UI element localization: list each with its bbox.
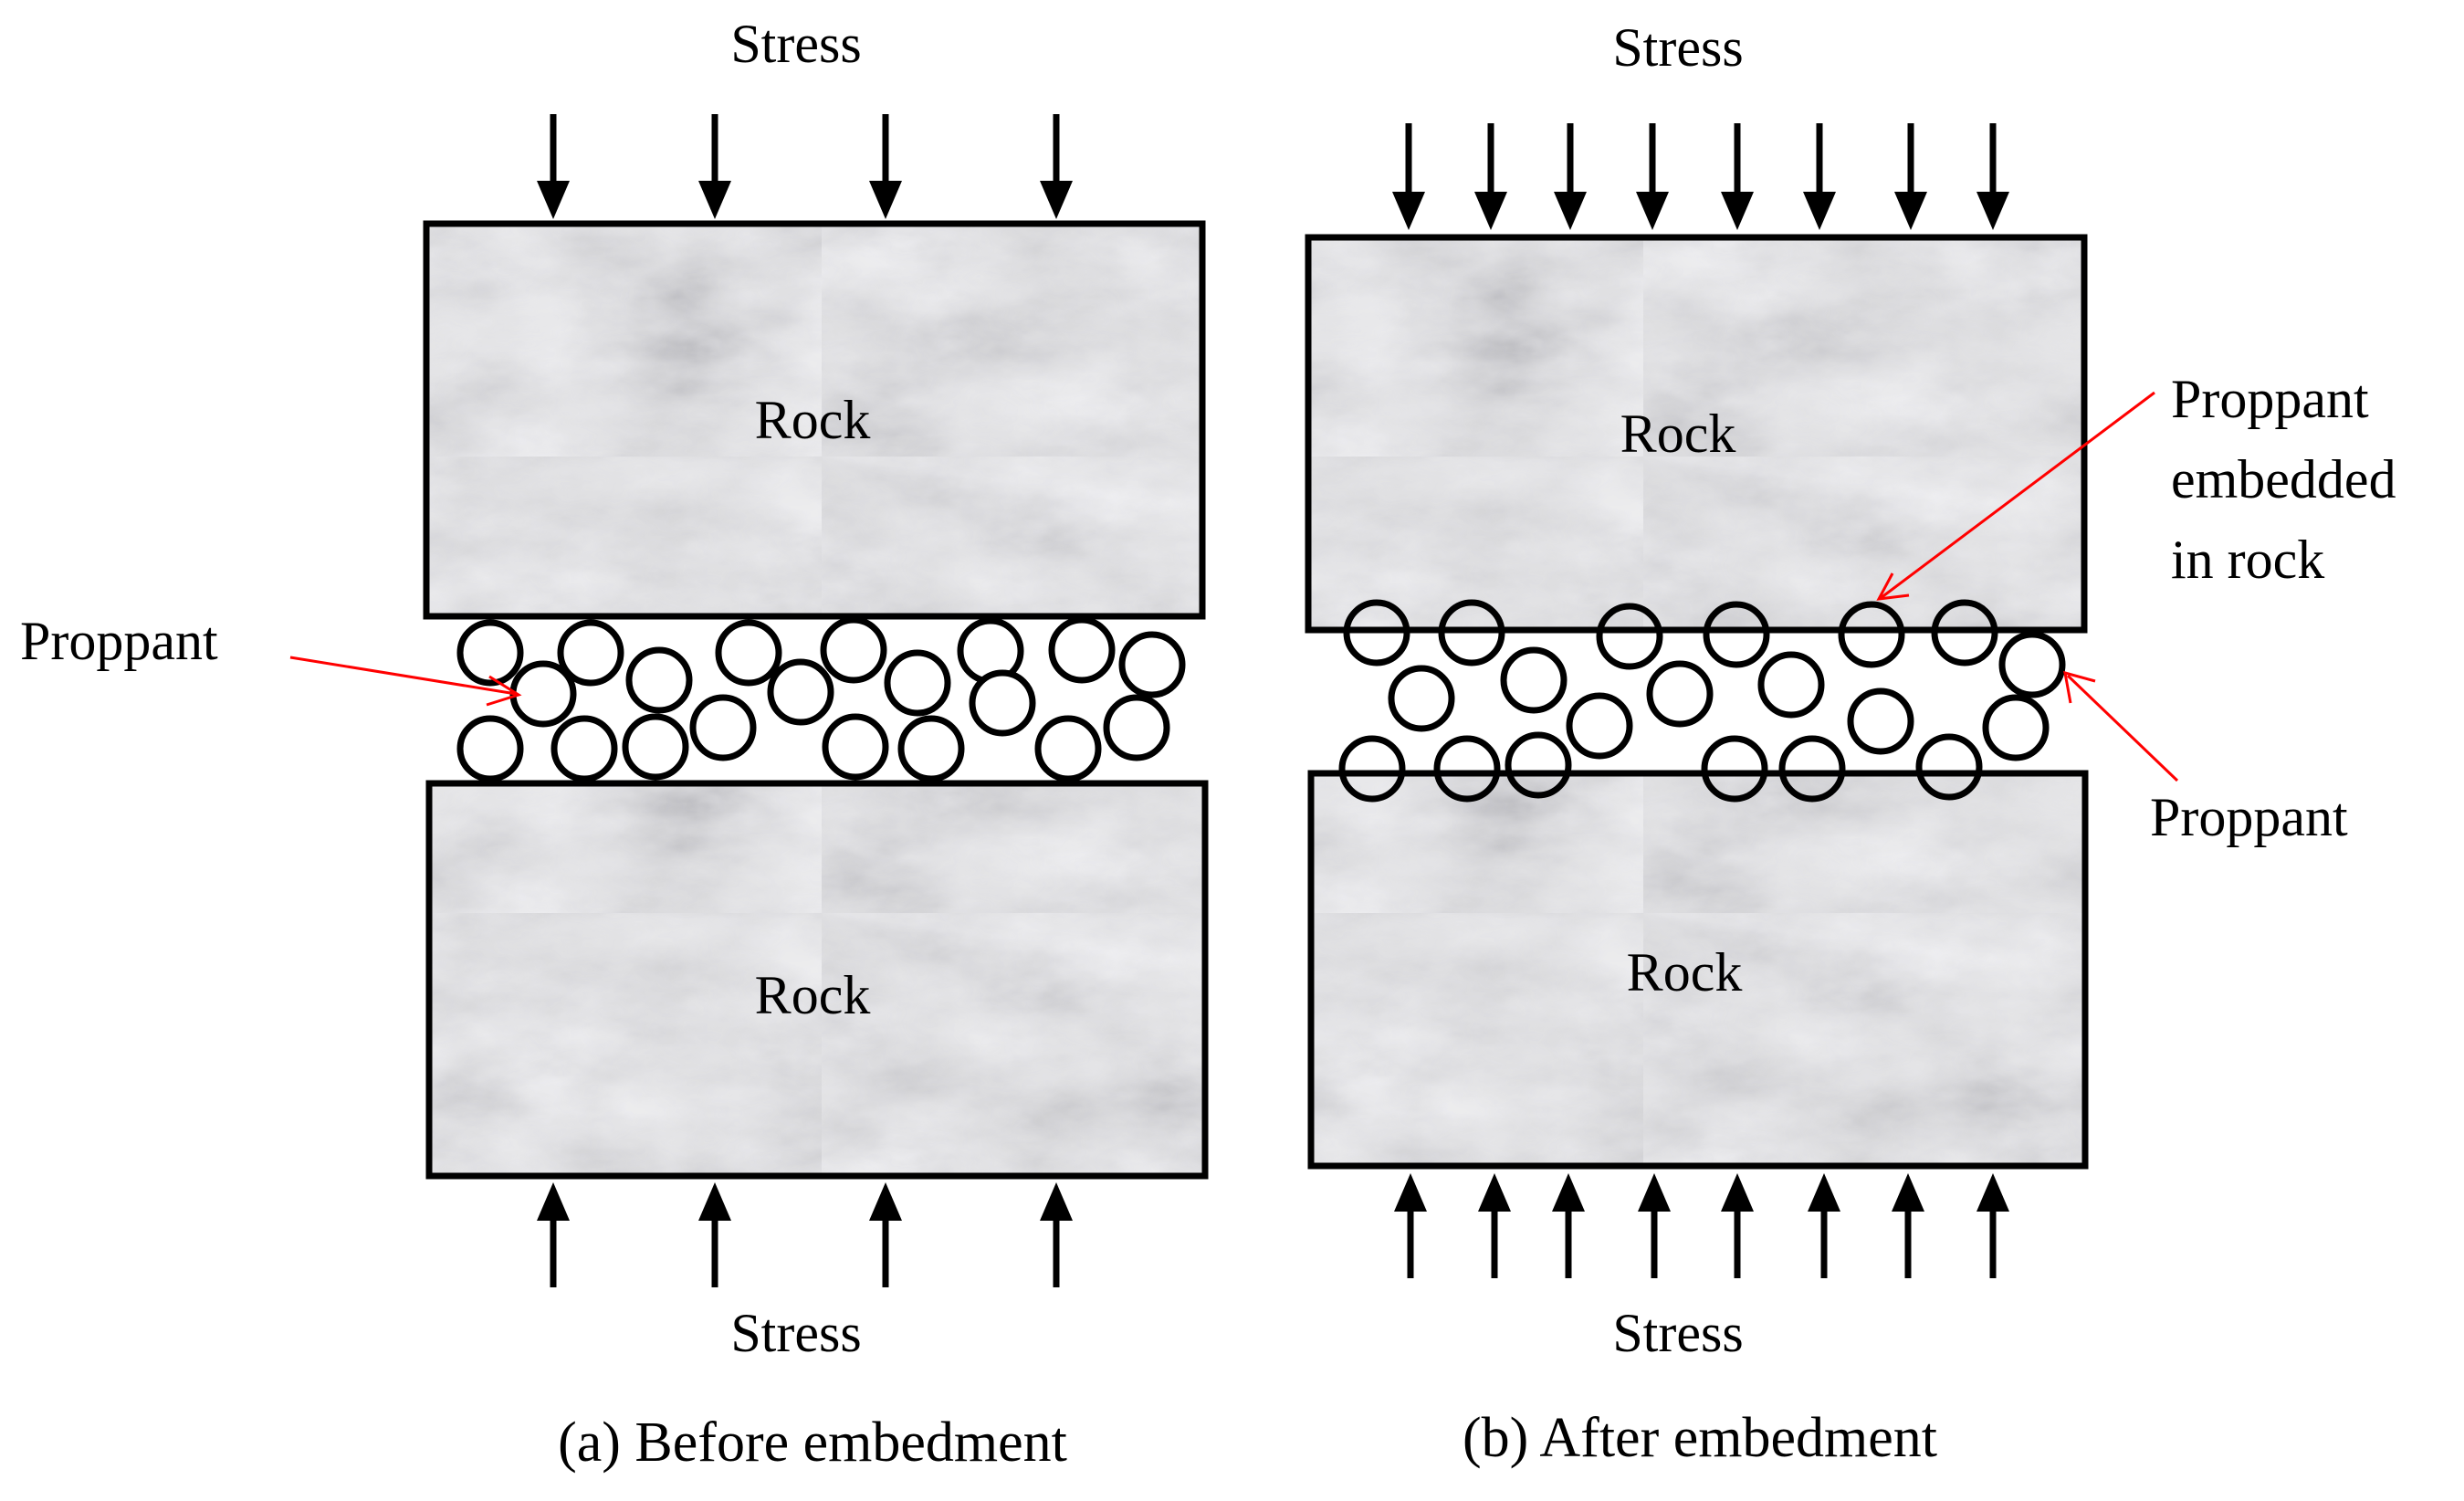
proppant-grain <box>969 669 1036 737</box>
up-arrow-icon <box>1040 1182 1073 1287</box>
proppant-grain <box>557 619 624 687</box>
panel-b-proppant-pointer <box>2063 670 2179 782</box>
proppant-grain <box>509 660 577 728</box>
embedded-label-line-2: embedded <box>2171 449 2396 509</box>
proppant-grain-embedded <box>1343 599 1410 667</box>
panel-a-proppant-pointer <box>289 656 522 707</box>
proppant-grain <box>715 619 782 687</box>
proppant-grain-embedded <box>1596 603 1663 670</box>
panel-b-embedded-pointer <box>1876 391 2155 601</box>
embedded-label-line-1: Proppant <box>2171 369 2369 429</box>
proppant-grain <box>1646 660 1714 728</box>
up-arrow-icon <box>1808 1173 1840 1278</box>
up-arrow-icon <box>1976 1173 2009 1278</box>
panel-a-stress-top-label: Stress <box>730 14 861 74</box>
proppant-grain <box>1103 694 1170 761</box>
proppant-grain <box>822 713 889 781</box>
panel-b-stress-bottom-label: Stress <box>1612 1303 1743 1363</box>
proppant-grain <box>1034 715 1102 782</box>
proppant-grain-embedded <box>1778 735 1846 803</box>
proppant-grain <box>456 619 524 687</box>
panel-b-proppant-pack <box>1338 599 2066 803</box>
proppant-grain <box>897 715 965 782</box>
proppant-grain-embedded <box>1505 731 1572 799</box>
proppant-grain <box>625 646 693 714</box>
proppant-grain-embedded <box>1931 599 1998 667</box>
proppant-grain <box>820 616 887 684</box>
down-arrow-icon <box>1554 123 1587 230</box>
proppant-grain-embedded <box>1838 601 1905 668</box>
panel-b-top-rock-label: Rock <box>1620 404 1736 464</box>
proppant-grain <box>1757 651 1825 719</box>
proppant-grain <box>456 715 524 782</box>
proppant-grain <box>689 694 757 761</box>
up-arrow-icon <box>1892 1173 1924 1278</box>
down-arrow-icon <box>1976 123 2009 230</box>
proppant-grain <box>1118 631 1186 698</box>
panel-a-caption: (a) Before embedment <box>558 1412 1067 1474</box>
proppant-grain <box>1982 694 2050 761</box>
proppant-grain-embedded <box>1915 733 1983 801</box>
proppant-grain-embedded <box>1338 735 1406 803</box>
down-arrow-icon <box>1721 123 1754 230</box>
panel-b-caption: (b) After embedment <box>1463 1407 1937 1469</box>
up-arrow-icon <box>1552 1173 1585 1278</box>
proppant-grain-embedded <box>1433 735 1501 803</box>
up-arrow-icon <box>1394 1173 1427 1278</box>
panel-a-proppant-pack <box>456 616 1186 782</box>
up-arrow-icon <box>537 1182 570 1287</box>
panel-b-embedded-label: Proppant embedded in rock <box>2171 369 2396 590</box>
proppant-grain <box>1388 665 1455 732</box>
up-arrow-icon <box>1478 1173 1511 1278</box>
down-arrow-icon <box>1636 123 1669 230</box>
proppant-grain <box>1998 631 2066 698</box>
down-arrow-icon <box>1803 123 1836 230</box>
proppant-grain-embedded <box>1703 601 1770 668</box>
panel-b-stress-top-label: Stress <box>1612 17 1743 78</box>
panel-a: Stress Rock Rock <box>20 14 1209 1474</box>
proppant-grain <box>622 713 689 781</box>
panel-a-bottom-rock-label: Rock <box>755 965 871 1025</box>
down-arrow-icon <box>537 114 570 219</box>
panel-b-top-stress-arrows <box>1392 123 2009 230</box>
down-arrow-icon <box>1894 123 1927 230</box>
panel-a-proppant-label: Proppant <box>20 611 218 671</box>
proppant-grain-embedded <box>1438 599 1505 667</box>
panel-a-top-stress-arrows <box>537 114 1073 219</box>
down-arrow-icon <box>1474 123 1507 230</box>
proppant-grain <box>1847 688 1914 755</box>
up-arrow-icon <box>1638 1173 1671 1278</box>
down-arrow-icon <box>1040 114 1073 219</box>
proppant-grain <box>884 649 951 717</box>
proppant-grain <box>767 658 834 726</box>
down-arrow-icon <box>1392 123 1425 230</box>
proppant-grain <box>1566 692 1633 760</box>
down-arrow-icon <box>869 114 902 219</box>
panel-b-proppant-label: Proppant <box>2150 787 2348 847</box>
panel-a-stress-bottom-label: Stress <box>730 1303 861 1363</box>
panel-a-bottom-stress-arrows <box>537 1182 1073 1287</box>
panel-b-bottom-rock <box>1307 770 2089 1170</box>
panel-a-top-rock-label: Rock <box>755 390 871 450</box>
proppant-grain <box>1500 646 1568 714</box>
up-arrow-icon <box>698 1182 731 1287</box>
embedded-label-line-3: in rock <box>2171 530 2324 590</box>
panel-b-top-rock <box>1305 234 2088 634</box>
proppant-grain <box>550 715 618 782</box>
down-arrow-icon <box>698 114 731 219</box>
panel-b-bottom-rock-label: Rock <box>1627 942 1743 1002</box>
proppant-grain-embedded <box>1701 735 1768 803</box>
panel-b: Stress Rock Rock <box>1305 17 2396 1469</box>
panel-a-bottom-rock <box>425 780 1209 1180</box>
up-arrow-icon <box>1721 1173 1754 1278</box>
proppant-grain <box>1048 616 1116 684</box>
panel-b-bottom-stress-arrows <box>1394 1173 2009 1278</box>
up-arrow-icon <box>869 1182 902 1287</box>
panel-a-top-rock <box>423 220 1206 620</box>
